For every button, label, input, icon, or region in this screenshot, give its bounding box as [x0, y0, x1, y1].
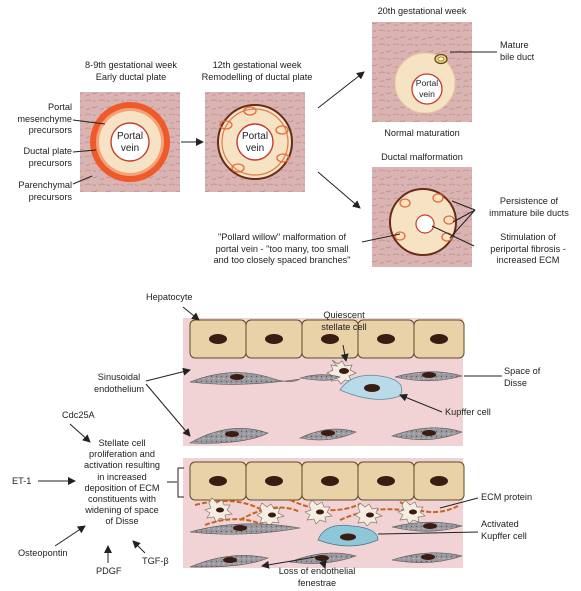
stellate-line8: of Disse	[105, 516, 139, 527]
mature-bile-duct-label: Mature bile duct	[500, 40, 534, 63]
et1-label: ET-1	[12, 476, 32, 486]
stellate-line7: widening of space	[85, 505, 159, 516]
pv1-line1: Portal	[116, 131, 144, 142]
normal-maturation-panel	[372, 22, 472, 122]
tgfb-label: TGF-β	[142, 556, 169, 566]
ductal-malformation-label: Ductal malformation	[381, 152, 463, 162]
stage3-label: 20th gestational week	[377, 6, 467, 16]
stellate-line4: in increased	[97, 471, 147, 482]
space-of-disse-label: Space of Disse	[504, 366, 540, 389]
stellate-line5: deposition of ECM	[84, 482, 160, 493]
hepatocyte-row	[189, 319, 465, 359]
stellate-line3: activation resulting	[83, 460, 161, 471]
stage1-line2: Early ductal plate	[95, 71, 167, 82]
activated-sinusoid-panel	[183, 458, 465, 568]
loss-line1: Loss of endothelial	[278, 566, 356, 576]
osteopontin-label: Osteopontin	[18, 548, 68, 558]
activated-kupffer-label: Activated Kupffer cell	[481, 519, 527, 542]
disse-line2: Disse	[504, 377, 527, 388]
akc-line2: Kupffer cell	[481, 530, 527, 541]
pollard-line1: "Pollard willow" malformation of	[217, 232, 347, 242]
pv2-line2: vein	[245, 142, 265, 154]
portal-vein-label-2: Portal vein	[235, 131, 275, 154]
sinusoidal-endothelium-label: Sinusoidal endothelium	[90, 372, 148, 395]
pollard-line3: and too closely spaced branches"	[213, 255, 351, 265]
stage1-label: 8-9th gestational week Early ductal plat…	[72, 60, 190, 83]
quiescent-line1: Quiescent	[323, 310, 365, 320]
loss-of-fenestrae-label: Loss of endothelial fenestrae	[262, 566, 372, 589]
loss-line2: fenestrae	[297, 577, 337, 588]
hepatocyte-row-2	[189, 461, 465, 501]
portal-mesenchyme-label: Portal mesenchyme precursors	[0, 102, 72, 137]
pv2-line1: Portal	[241, 131, 269, 142]
sinus-line2: endothelium	[93, 383, 145, 394]
pv3-line1: Portal	[415, 78, 439, 88]
kupffer-cell-label: Kupffer cell	[445, 407, 491, 417]
hepatocyte-label: Hepatocyte	[146, 292, 193, 302]
persist-line2: immature bile ducts	[489, 207, 569, 218]
pm-line1: Portal	[47, 102, 72, 112]
mature-line2: bile duct	[500, 51, 535, 62]
stim-line1: Stimulation of	[500, 232, 556, 242]
portal-vein-label-1: Portal vein	[110, 131, 150, 154]
stage2-label: 12th gestational week Remodelling of duc…	[188, 60, 326, 83]
stage2-line1: 12th gestational week	[212, 60, 302, 70]
activated-stellate-cells	[204, 497, 426, 527]
stellate-line1: Stellate cell	[98, 438, 146, 448]
cdc25a-label: Cdc25A	[62, 410, 95, 420]
quiescent-sinusoid-panel	[183, 318, 465, 446]
stage2-line2: Remodelling of ductal plate	[201, 71, 313, 82]
quiescent-line2: stellate cell	[321, 321, 367, 332]
pv3-line2: vein	[419, 88, 435, 99]
portal-vein-label-3: Portal vein	[409, 78, 445, 99]
kupffer-cell	[339, 374, 403, 400]
dp-line1: Ductal plate	[23, 146, 72, 156]
sinus-line1: Sinusoidal	[97, 372, 141, 382]
pv1-line2: vein	[120, 142, 140, 154]
stellate-line2: proliferation and	[89, 449, 155, 460]
top-arrows	[72, 51, 497, 247]
bottom-arrows	[38, 306, 502, 569]
persistence-label: Persistence of immature bile ducts	[478, 196, 580, 219]
pm-line2: mesenchyme	[17, 113, 72, 124]
dp-line2: precursors	[28, 157, 72, 168]
stim-line2: periportal fibrosis -	[490, 243, 566, 254]
pm-line3: precursors	[28, 125, 72, 135]
ecm-protein-label: ECM protein	[481, 492, 533, 502]
stim-line3: increased ECM	[496, 255, 560, 265]
akc-line1: Activated	[481, 519, 519, 529]
endothelium-row-1	[189, 371, 464, 385]
pollard-line2: portal vein - "too many, too small	[215, 243, 349, 254]
parenchymal-label: Parenchymal precursors	[0, 180, 72, 203]
pollard-willow-label: "Pollard willow" malformation of portal …	[200, 232, 364, 267]
persist-line1: Persistence of	[499, 196, 559, 206]
stellate-activation-text: Stellate cell proliferation and activati…	[74, 438, 170, 528]
normal-maturation-label: Normal maturation	[384, 128, 460, 138]
endothelium-row-2	[188, 427, 463, 444]
par-line2: precursors	[28, 191, 72, 202]
ductal-malformation-panel	[372, 167, 472, 267]
pdgf-label: PDGF	[96, 566, 122, 576]
par-line1: Parenchymal	[18, 180, 72, 190]
stimulation-label: Stimulation of periportal fibrosis - inc…	[476, 232, 580, 267]
ductal-plate-label: Ductal plate precursors	[0, 146, 72, 169]
stage1-line1: 8-9th gestational week	[85, 60, 177, 70]
mature-line1: Mature	[500, 40, 529, 50]
disse-line1: Space of	[504, 366, 541, 376]
quiescent-stellate-label: Quiescent stellate cell	[312, 310, 376, 333]
early-ductal-plate-panel	[80, 92, 180, 192]
activated-kupffer-cell	[317, 524, 379, 547]
remodelling-panel	[205, 92, 305, 192]
stellate-line6: constituents with	[88, 494, 156, 505]
endothelium-row-3	[189, 521, 464, 535]
